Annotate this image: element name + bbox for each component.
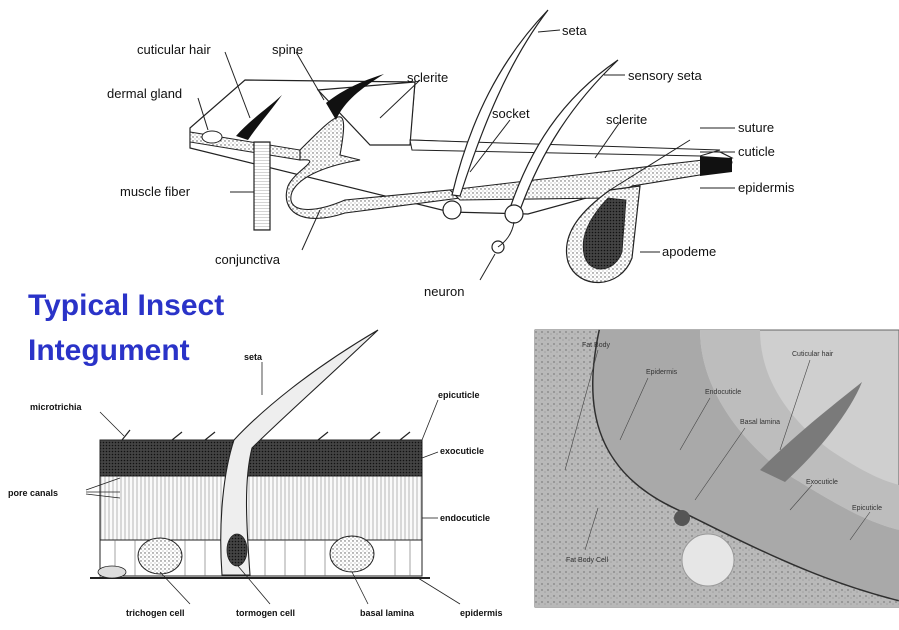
dark-inclusion — [674, 510, 690, 526]
label-epicuticle: epicuticle — [438, 390, 480, 400]
label-micro-epidermis: Epidermis — [646, 369, 678, 376]
label-micro-epicuticle: Epicuticle — [852, 505, 882, 512]
label-fat-body: Fat Body — [582, 342, 611, 349]
tormogen-cell-right — [330, 536, 374, 572]
section-diagram: seta microtrichia epicuticle exocuticle … — [8, 330, 503, 618]
label-endocuticle: endocuticle — [440, 513, 490, 523]
dermal-gland — [202, 131, 222, 143]
endocuticle-band — [100, 476, 422, 540]
trichogen-cell — [138, 538, 182, 574]
label-socket: socket — [492, 106, 530, 121]
label-apodeme: apodeme — [662, 244, 716, 259]
label-micro-basal-lamina: Basal lamina — [740, 419, 780, 426]
cuticle-edge — [700, 156, 732, 176]
label-suture: suture — [738, 120, 774, 135]
label-sensory-seta: sensory seta — [628, 68, 702, 83]
label-sclerite-right: sclerite — [606, 112, 647, 127]
fat-body-cell — [682, 534, 734, 586]
label-conjunctiva: conjunctiva — [215, 252, 281, 267]
label-spine: spine — [272, 42, 303, 57]
label-basal-lamina: basal lamina — [360, 608, 415, 618]
label-epidermis-top: epidermis — [738, 180, 795, 195]
title-line-1: Typical Insect — [28, 289, 224, 322]
label-trichogen-cell: trichogen cell — [126, 608, 185, 618]
socket-cell-1 — [443, 201, 461, 219]
tormogen-cell — [227, 534, 247, 566]
label-seta-top: seta — [562, 23, 587, 38]
basal-cell — [98, 566, 126, 578]
label-cuticular-hair: cuticular hair — [137, 42, 211, 57]
socket-cell-2 — [505, 205, 523, 223]
label-cuticle: cuticle — [738, 144, 775, 159]
label-tormogen-cell: tormogen cell — [236, 608, 295, 618]
muscle-fiber — [254, 142, 270, 230]
label-fat-body-cell: Fat Body Cell — [566, 557, 608, 564]
label-section-seta: seta — [244, 352, 263, 362]
micrograph: Fat Body Cuticular hair Epidermis Endocu… — [535, 330, 899, 607]
label-section-epidermis: epidermis — [460, 608, 503, 618]
label-microtrichia: microtrichia — [30, 402, 83, 412]
label-sclerite-left: sclerite — [407, 70, 448, 85]
label-exocuticle: exocuticle — [440, 446, 484, 456]
label-micro-exocuticle: Exocuticle — [806, 479, 838, 486]
label-micro-endocuticle: Endocuticle — [705, 389, 741, 396]
label-muscle-fiber: muscle fiber — [120, 184, 191, 199]
exocuticle-band — [100, 440, 422, 476]
label-micro-cuticular-hair: Cuticular hair — [792, 351, 834, 358]
top-diagram: cuticular hair spine sclerite seta senso… — [107, 10, 795, 299]
title-line-2: Integument — [28, 334, 190, 367]
label-pore-canals: pore canals — [8, 488, 58, 498]
label-dermal-gland: dermal gland — [107, 86, 182, 101]
label-neuron: neuron — [424, 284, 464, 299]
